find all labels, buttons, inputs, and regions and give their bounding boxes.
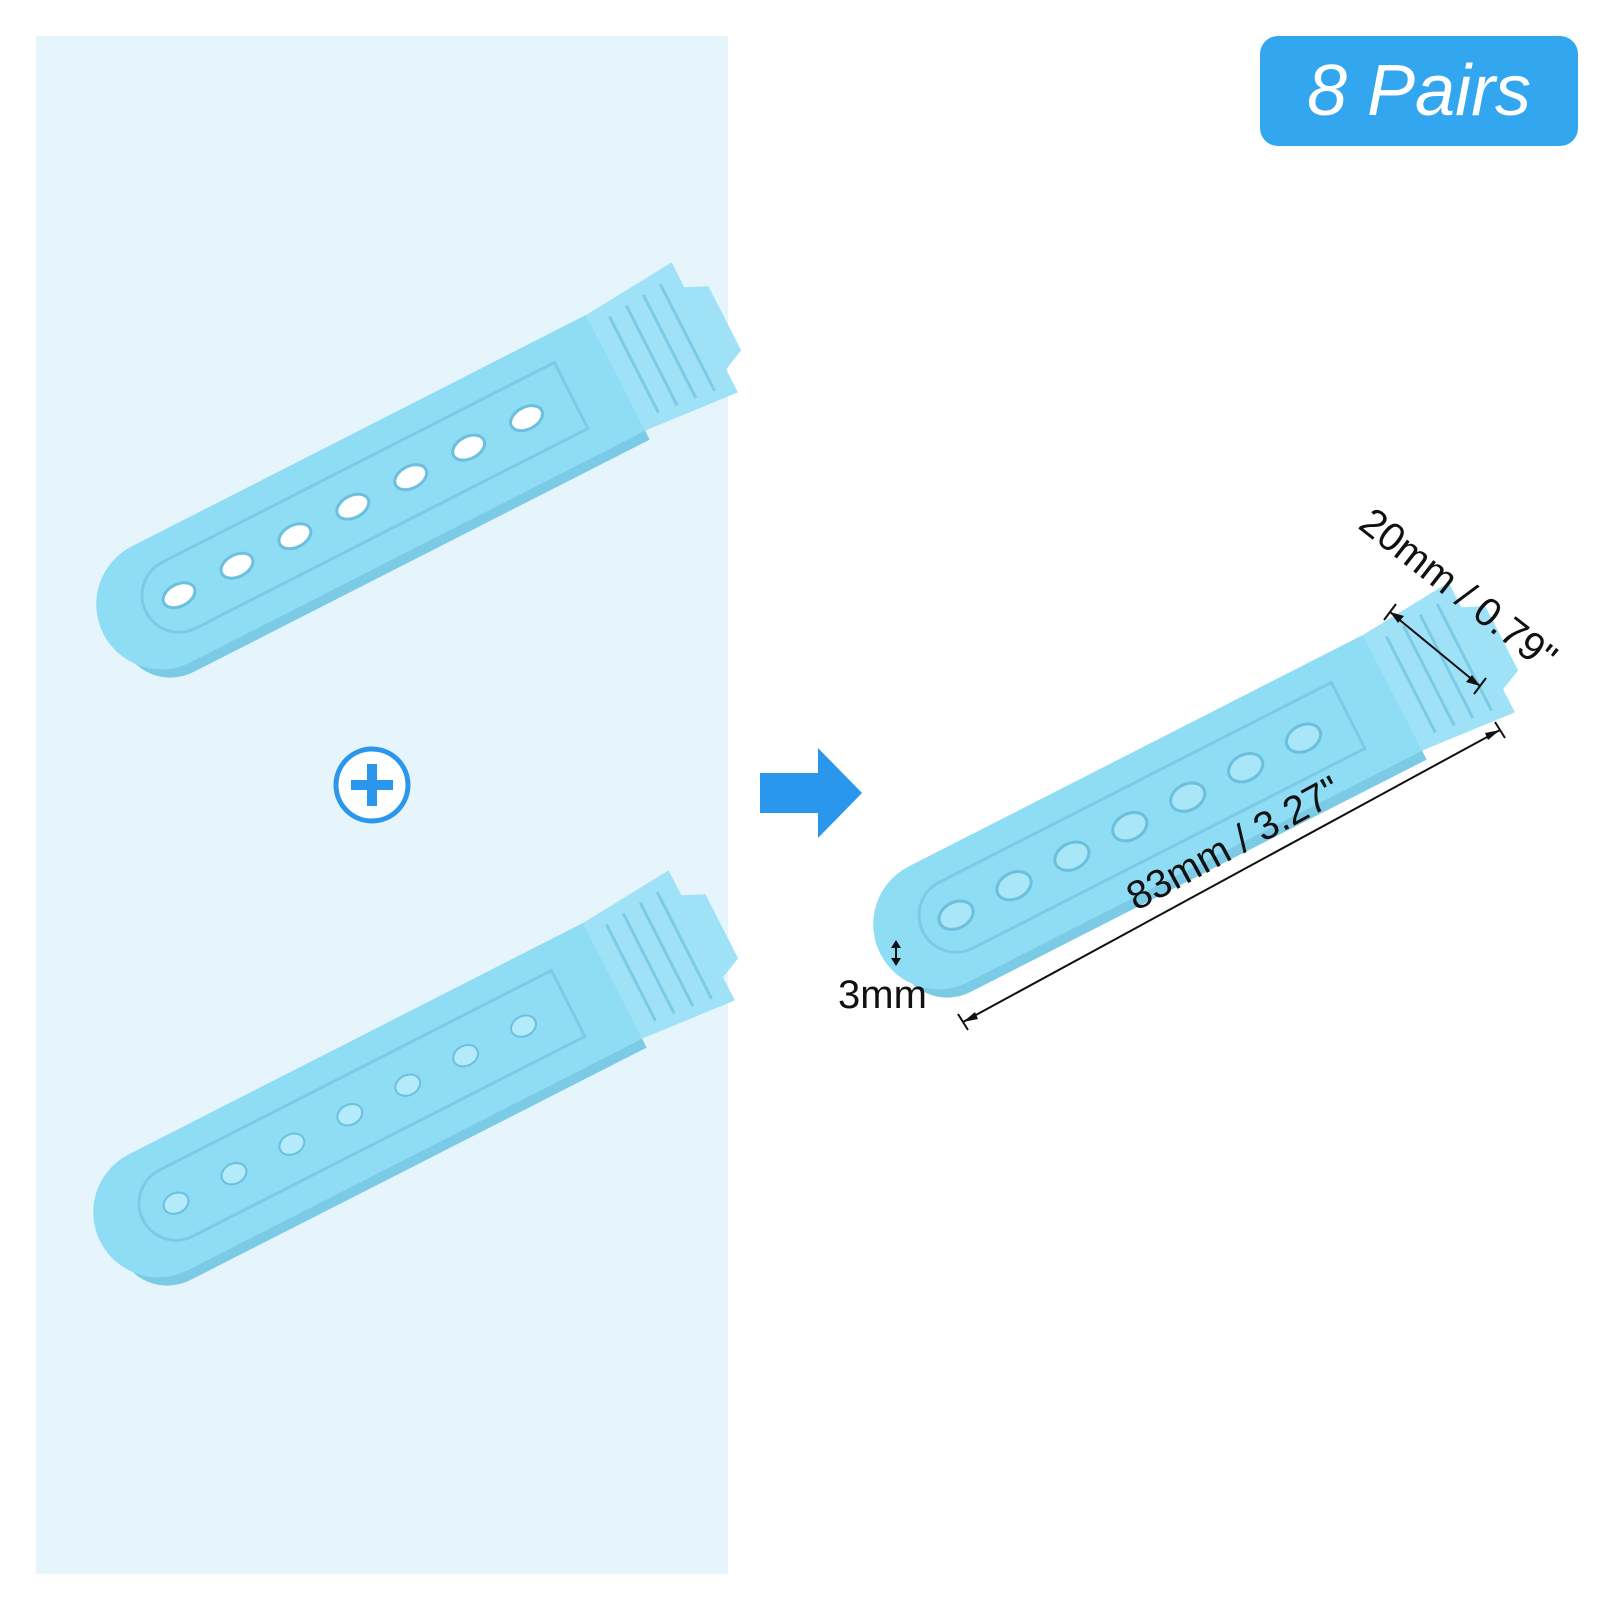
strap-with-holes <box>68 250 760 703</box>
arrow-right-icon <box>760 748 862 838</box>
thickness-dimension: 3mm <box>838 940 927 1017</box>
pairs-badge: 8 Pairs <box>1260 36 1578 146</box>
strap-pegs <box>162 1014 537 1215</box>
strap-rivets <box>937 722 1323 931</box>
strap-assembled <box>845 570 1537 1023</box>
strap-holes <box>161 404 545 610</box>
plus-circle-icon <box>333 746 411 824</box>
strap-with-pegs <box>65 858 757 1311</box>
thickness-label: 3mm <box>838 973 927 1017</box>
